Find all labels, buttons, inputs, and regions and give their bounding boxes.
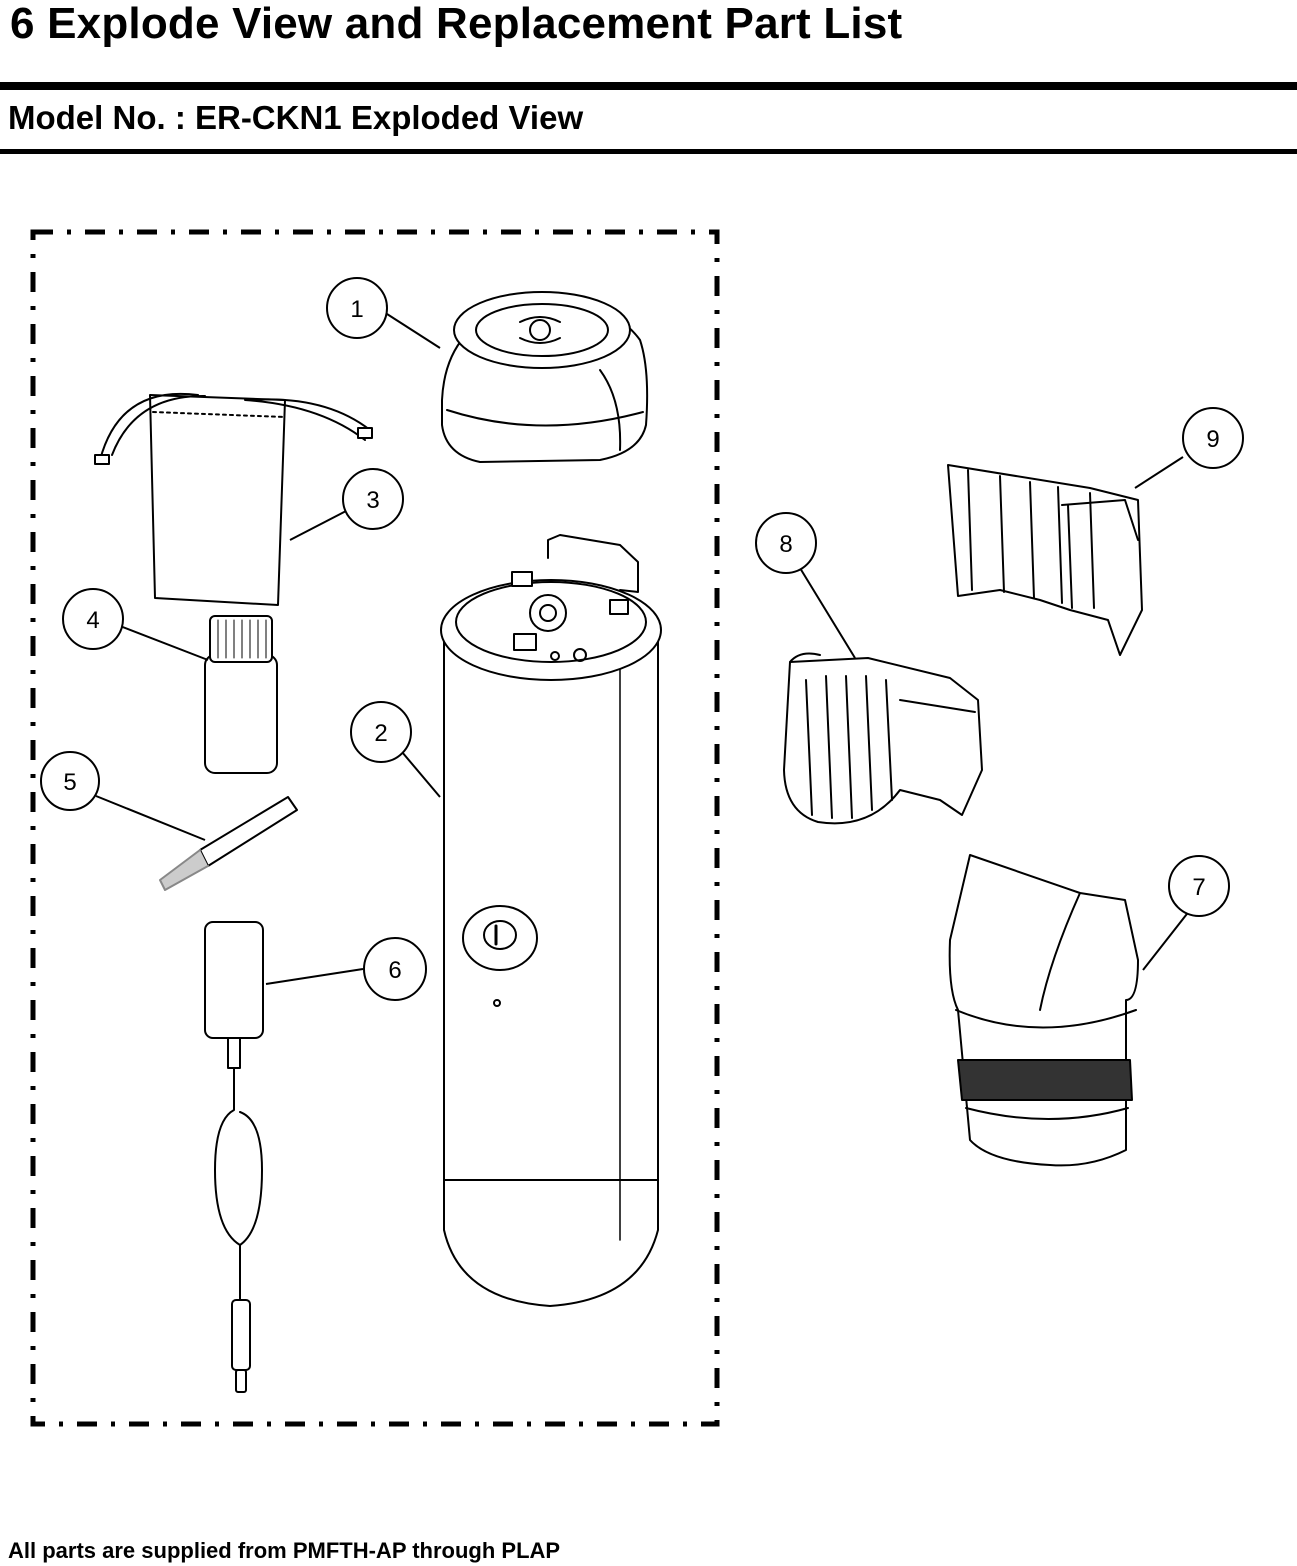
- callout-2-label: 2: [374, 720, 387, 747]
- callout-3-label: 3: [366, 487, 379, 514]
- title-rule: [0, 82, 1297, 90]
- callout-7-label: 7: [1192, 874, 1205, 901]
- callout-7: 7: [1168, 855, 1230, 917]
- ac-adapter-part: [204, 921, 264, 1393]
- callout-4-label: 4: [86, 607, 99, 634]
- page-title: 6 Explode View and Replacement Part List: [10, 0, 903, 48]
- pouch-part: [94, 392, 373, 606]
- callout-5-label: 5: [63, 769, 76, 796]
- callout-1-label: 1: [350, 296, 363, 323]
- comb-attachment-9-part: [947, 464, 1143, 656]
- callout-8-label: 8: [779, 531, 792, 558]
- included-parts-boundary: [30, 229, 720, 1427]
- callout-3: 3: [342, 468, 404, 530]
- callout-6: 6: [363, 937, 427, 1001]
- callout-9: 9: [1182, 407, 1244, 469]
- callout-4: 4: [62, 588, 124, 650]
- comb-attachment-8-part: [783, 652, 983, 825]
- callout-5: 5: [40, 751, 100, 811]
- callout-2: 2: [350, 701, 412, 763]
- callout-6-label: 6: [388, 957, 401, 984]
- model-subtitle: Model No. : ER-CKN1 Exploded View: [8, 99, 584, 136]
- cleaning-brush-part: [159, 796, 298, 891]
- oil-bottle-part: [204, 615, 278, 774]
- main-body-part: [440, 534, 662, 1307]
- cap-part: [441, 291, 649, 463]
- subtitle-rule: [0, 149, 1297, 154]
- leader-lines: [95, 313, 1191, 985]
- callout-9-label: 9: [1206, 426, 1219, 453]
- callout-1: 1: [326, 277, 388, 339]
- trimmer-head-part: [948, 854, 1139, 1167]
- callout-8: 8: [755, 512, 817, 574]
- supply-note: All parts are supplied from PMFTH-AP thr…: [8, 1538, 561, 1563]
